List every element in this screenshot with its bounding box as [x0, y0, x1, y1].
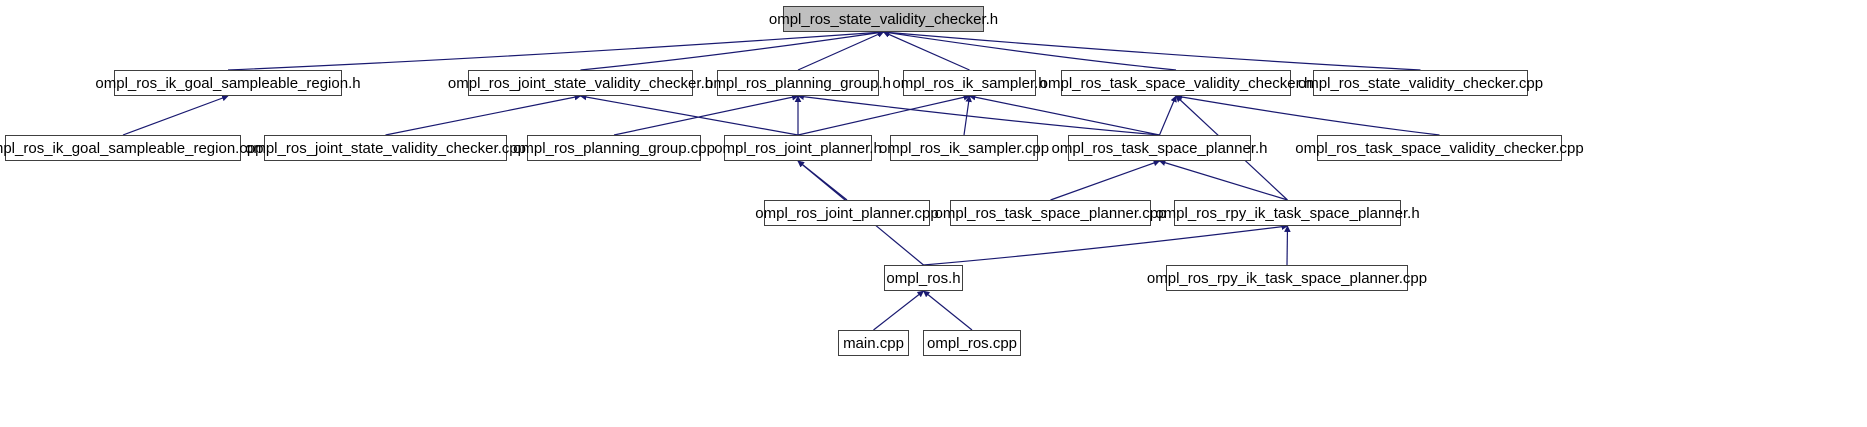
graph-edge [797, 31, 885, 71]
graph-node[interactable]: ompl_ros_joint_state_validity_checker.h [448, 70, 713, 96]
graph-edge [797, 93, 1160, 136]
graph-node[interactable]: ompl_ros_ik_goal_sampleable_region.cpp [0, 135, 264, 161]
graph-node[interactable]: ompl_ros_task_space_planner.cpp [935, 200, 1166, 226]
graph-node-label: ompl_ros.cpp [926, 334, 1018, 352]
graph-edge [797, 94, 971, 136]
graph-node-label: ompl_ros_joint_planner.cpp [755, 204, 939, 222]
graph-node[interactable]: main.cpp [838, 330, 909, 356]
graph-node-label: ompl_ros_rpy_ik_task_space_planner.h [1155, 204, 1420, 222]
graph-edge [968, 93, 1160, 136]
graph-edge [122, 94, 229, 136]
graph-node[interactable]: ompl_ros_task_space_validity_checker.cpp [1295, 135, 1584, 161]
graph-edge [1175, 93, 1440, 136]
graph-edge [923, 223, 1289, 266]
graph-node[interactable]: ompl_ros_ik_sampler.h [892, 70, 1047, 96]
graph-node-label: ompl_ros_state_validity_checker.cpp [1297, 74, 1544, 92]
graph-edge [882, 29, 1177, 71]
graph-node[interactable]: ompl_ros.cpp [923, 330, 1021, 356]
graph-node[interactable]: ompl_ros_ik_goal_sampleable_region.h [95, 70, 361, 96]
graph-edge [1284, 225, 1291, 266]
graph-node[interactable]: ompl_ros_joint_planner.h [714, 135, 882, 161]
graph-node-label: ompl_ros_state_validity_checker.h [768, 10, 999, 28]
graph-node[interactable]: ompl_ros_rpy_ik_task_space_planner.cpp [1147, 265, 1427, 291]
graph-node-label: ompl_ros_ik_sampler.h [892, 74, 1047, 92]
graph-edge [1158, 95, 1177, 136]
graph-node-label: ompl_ros_planning_group.h [705, 74, 891, 92]
graph-node[interactable]: ompl_ros_state_validity_checker.h [769, 6, 998, 32]
graph-node-label: ompl_ros_planning_group.cpp [513, 139, 715, 157]
graph-node-label: ompl_ros_joint_state_validity_checker.h [447, 74, 714, 92]
graph-node[interactable]: ompl_ros_state_validity_checker.cpp [1298, 70, 1543, 96]
graph-edge [1158, 159, 1288, 201]
graph-node[interactable]: ompl_ros_rpy_ik_task_space_planner.h [1155, 200, 1420, 226]
graph-node[interactable]: ompl_ros_planning_group.cpp [513, 135, 715, 161]
graph-edge [873, 290, 925, 331]
graph-node[interactable]: ompl_ros_planning_group.h [705, 70, 891, 96]
graph-edge [922, 290, 973, 331]
graph-node[interactable]: ompl_ros_task_space_validity_checker.h [1040, 70, 1312, 96]
graph-node-label: main.cpp [843, 334, 904, 352]
graph-edge [385, 93, 582, 136]
graph-edge [797, 160, 848, 201]
graph-node[interactable]: ompl_ros_joint_planner.cpp [755, 200, 939, 226]
graph-node-label: ompl_ros_rpy_ik_task_space_planner.cpp [1146, 269, 1428, 287]
graph-edge [963, 95, 972, 136]
graph-edge [613, 94, 799, 136]
graph-edge [579, 93, 799, 136]
graph-edge [580, 29, 885, 71]
graph-node-label: ompl_ros_ik_goal_sampleable_region.cpp [0, 139, 264, 157]
graph-node-label: ompl_ros_task_space_validity_checker.h [1039, 74, 1313, 92]
graph-edge [882, 29, 1421, 71]
graph-node[interactable]: ompl_ros_joint_state_validity_checker.cp… [245, 135, 526, 161]
graph-node[interactable]: ompl_ros.h [884, 265, 963, 291]
graph-edge [882, 31, 970, 71]
graph-node-label: ompl_ros_task_space_planner.h [1051, 139, 1268, 157]
graph-node[interactable]: ompl_ros_ik_sampler.cpp [879, 135, 1049, 161]
graph-edge [1050, 159, 1161, 201]
graph-node[interactable]: ompl_ros_task_space_planner.h [1052, 135, 1268, 161]
graph-node-label: ompl_ros_joint_planner.h [714, 139, 882, 157]
graph-node-label: ompl_ros_joint_state_validity_checker.cp… [245, 139, 526, 157]
graph-node-label: ompl_ros_ik_sampler.cpp [878, 139, 1050, 157]
graph-node-label: ompl_ros_task_space_planner.cpp [934, 204, 1167, 222]
graph-node-label: ompl_ros_ik_goal_sampleable_region.h [95, 74, 361, 92]
graph-node-label: ompl_ros_task_space_validity_checker.cpp [1295, 139, 1584, 157]
graph-node-label: ompl_ros.h [886, 269, 961, 287]
graph-edge [227, 29, 885, 71]
